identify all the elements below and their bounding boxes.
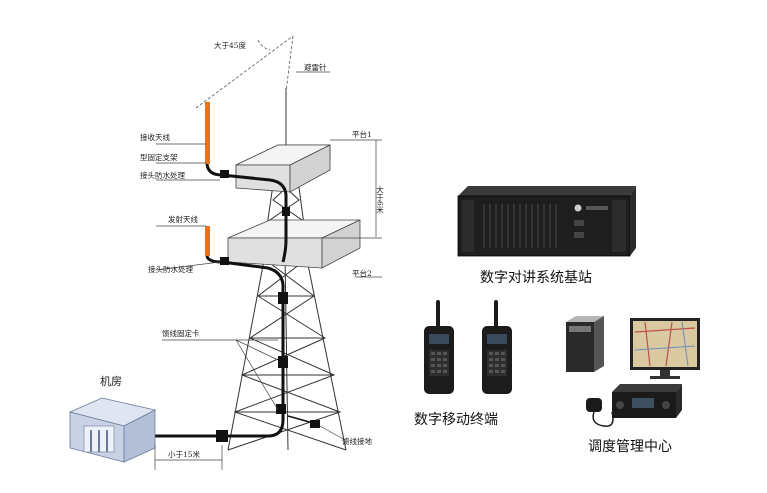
mobile-radio-unit: [612, 384, 682, 418]
label-platform-1: 平台1: [352, 129, 372, 139]
label-waterproof-bottom: 接头防水处理: [148, 264, 193, 274]
label-feeder-ground: 馈线接地: [342, 436, 372, 446]
caption-base-station: 数字对讲系统基站: [480, 269, 592, 286]
caption-dispatch: 调度管理中心: [588, 439, 672, 455]
pc-tower: [566, 316, 604, 372]
base-station-device: [457, 186, 636, 257]
label-distance: 小于15米: [168, 449, 201, 459]
handheld-radio-2: [482, 300, 512, 394]
leader-lines: [154, 71, 382, 470]
machine-room-building: [68, 397, 157, 463]
label-angle: 大于45度: [214, 40, 247, 50]
label-spacing: 大于6米: [375, 185, 384, 215]
feeder-clamps: [216, 170, 320, 442]
handheld-microphone: [586, 398, 614, 427]
platform-2: [227, 219, 361, 269]
handheld-radio-1: [424, 300, 454, 394]
monitor: [630, 318, 700, 379]
label-machine-room: 机房: [100, 374, 122, 388]
caption-terminals: 数字移动终端: [414, 412, 498, 428]
label-feeder-clamp: 馈线固定卡: [162, 328, 200, 338]
lattice-tower: [227, 88, 347, 451]
angle-guide: [195, 35, 294, 109]
label-transmit-antenna: 发射天线: [168, 214, 198, 224]
label-waterproof-top: 接头防水处理: [140, 170, 185, 180]
platform-1: [235, 144, 331, 193]
label-receive-antenna: 接收天线: [140, 132, 170, 142]
label-fixed-bracket: 型固定支架: [140, 152, 178, 162]
receive-antenna: [205, 102, 210, 164]
label-lightning-rod: 避雷针: [304, 62, 327, 72]
label-platform-2: 平台2: [352, 268, 372, 278]
feeder-cable: [150, 163, 288, 438]
transmit-antenna: [205, 226, 210, 256]
